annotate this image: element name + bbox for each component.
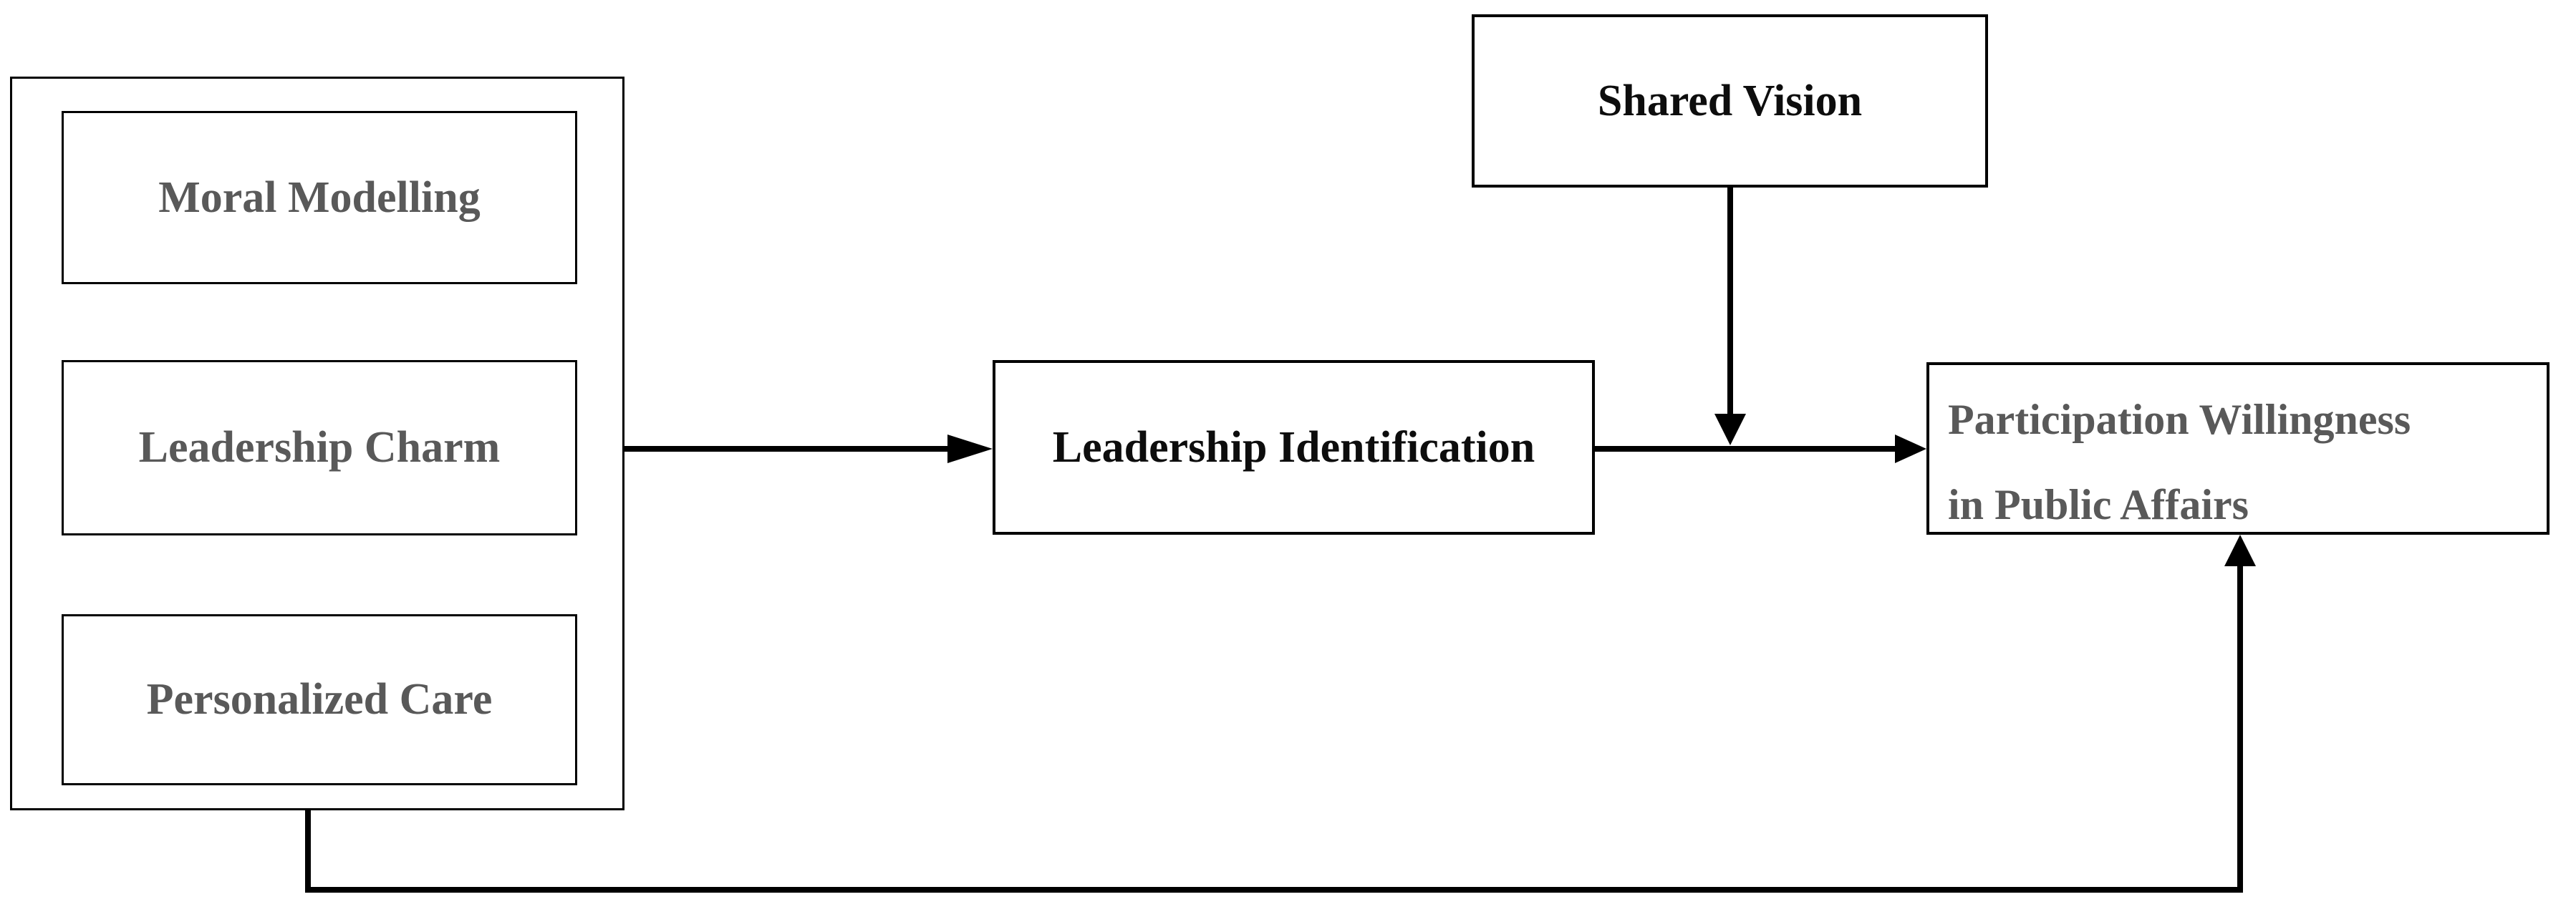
box-leadership-identification: Leadership Identification bbox=[993, 360, 1595, 535]
arrow-bypass-up-shaft bbox=[2237, 566, 2243, 893]
arrow-group-to-identification-head-icon bbox=[947, 435, 993, 463]
arrow-identification-to-outcome-shaft bbox=[1595, 446, 1899, 452]
box-shared-vision: Shared Vision bbox=[1472, 14, 1988, 188]
participation-willingness-label-line1: Participation Willingness bbox=[1948, 396, 2411, 443]
box-leadership-charm: Leadership Charm bbox=[62, 360, 577, 535]
arrow-shared-vision-shaft bbox=[1727, 188, 1733, 415]
moral-modelling-label: Moral Modelling bbox=[158, 173, 481, 222]
arrow-shared-vision-head-icon bbox=[1714, 414, 1746, 445]
arrow-bypass-down-shaft bbox=[305, 810, 311, 890]
participation-willingness-label-line2: in Public Affairs bbox=[1948, 481, 2249, 528]
arrow-bypass-head-icon bbox=[2224, 535, 2256, 566]
personalized-care-label: Personalized Care bbox=[146, 675, 493, 724]
arrow-bypass-horizontal-shaft bbox=[305, 887, 2243, 893]
leadership-identification-label: Leadership Identification bbox=[1052, 422, 1535, 472]
box-personalized-care: Personalized Care bbox=[62, 614, 577, 785]
shared-vision-label: Shared Vision bbox=[1597, 76, 1863, 125]
box-moral-modelling: Moral Modelling bbox=[62, 111, 577, 284]
arrow-identification-to-outcome-head-icon bbox=[1895, 435, 1926, 463]
arrow-group-to-identification-shaft bbox=[624, 446, 952, 452]
antecedent-group-box: Moral Modelling Leadership Charm Persona… bbox=[10, 77, 624, 810]
leadership-charm-label: Leadership Charm bbox=[138, 423, 501, 472]
box-participation-willingness: Participation Willingness in Public Affa… bbox=[1926, 362, 2550, 535]
